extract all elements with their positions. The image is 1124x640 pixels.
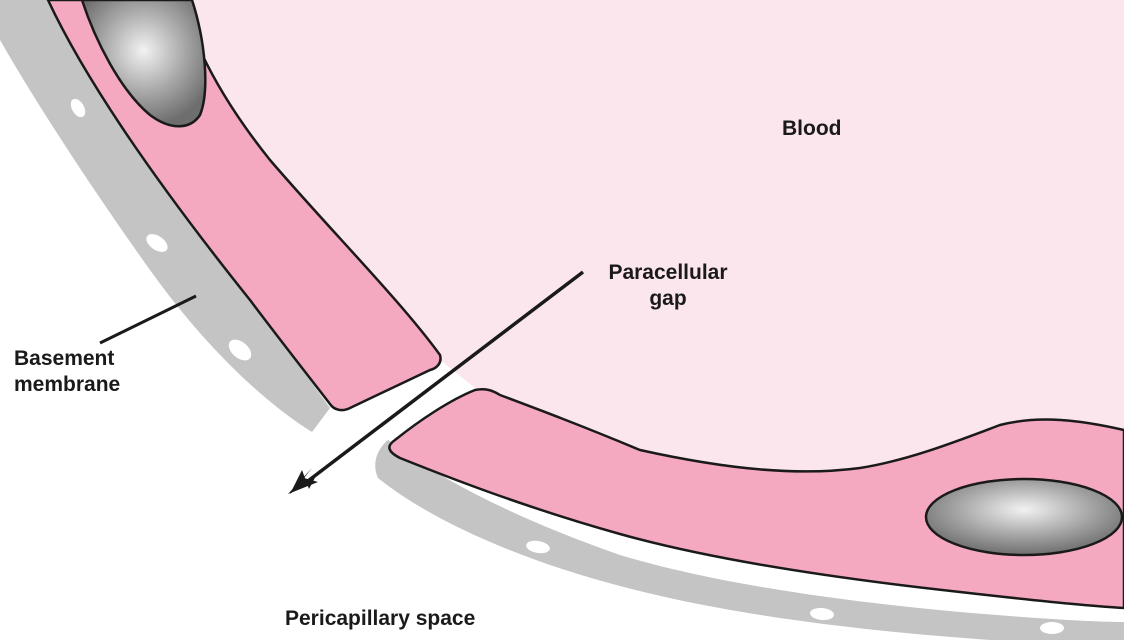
paracellular-arrow-head-tip [288, 468, 318, 494]
blood-label: Blood [782, 116, 841, 142]
pericapillary-space-label: Pericapillary space [285, 606, 475, 632]
basement-membrane-leader [100, 296, 196, 343]
nucleus-right [926, 479, 1122, 555]
paracellular-gap-label: Paracellular gap [598, 260, 738, 312]
basement-membrane-label: Basement membrane [14, 346, 120, 398]
